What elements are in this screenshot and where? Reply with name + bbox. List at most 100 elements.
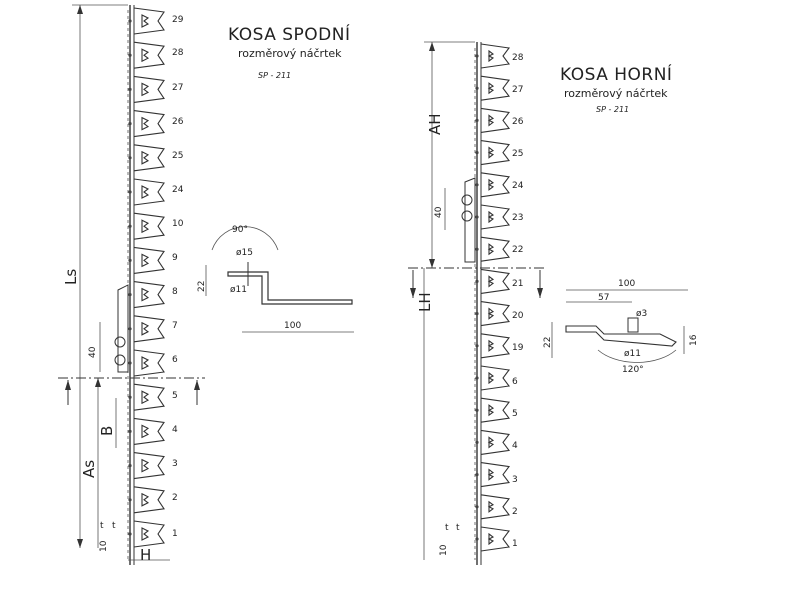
left-label-h: H (140, 546, 151, 564)
right-title: KOSA HORNÍ (560, 63, 672, 85)
left-tooth (133, 212, 165, 240)
left-rivet (128, 122, 132, 126)
right-rivet (475, 118, 479, 122)
left-teeth (128, 7, 165, 548)
left-detail-height: 22 (197, 281, 207, 292)
right-tooth (480, 107, 510, 133)
left-num-6: 6 (172, 355, 178, 365)
right-num-24: 24 (512, 181, 524, 191)
left-drawing: KOSA SPODNÍ rozměrový náčrtek SP - 211 2… (58, 4, 354, 565)
left-label-t1: t (100, 521, 104, 531)
left-detail-diameter: ø15 (236, 248, 253, 258)
left-detail-thread: ø11 (230, 285, 247, 295)
left-tooth (133, 486, 165, 514)
right-tooth (480, 333, 510, 359)
left-tooth (133, 281, 165, 309)
right-rivet (475, 312, 479, 316)
right-num-23: 23 (512, 213, 523, 223)
right-rivet (475, 376, 479, 380)
right-tooth (480, 365, 510, 391)
right-tooth (480, 204, 510, 230)
left-rivet (128, 156, 132, 160)
right-detail-height-right: 16 (689, 334, 699, 346)
left-label-ls: Ls (62, 269, 80, 285)
right-detail-diameter: ø3 (636, 309, 647, 319)
right-num-27: 27 (512, 85, 523, 95)
left-subtitle: rozměrový náčrtek (238, 47, 342, 60)
right-label-t2: t (456, 523, 460, 533)
left-tooth (133, 315, 165, 343)
left-code: SP - 211 (258, 71, 291, 80)
left-detail-angle: 90° (232, 225, 248, 235)
left-hinge (114, 284, 129, 373)
right-rivet (475, 247, 479, 251)
left-rivet (128, 87, 132, 91)
right-rivet (475, 408, 479, 412)
right-num-2: 2 (512, 507, 518, 517)
right-tooth (480, 75, 510, 101)
left-num-28: 28 (172, 48, 184, 58)
left-rivet (128, 258, 132, 262)
right-rivet (475, 151, 479, 155)
left-detail-length: 100 (284, 321, 301, 331)
left-label-10: 10 (99, 540, 109, 552)
right-rivet (475, 537, 479, 541)
left-rivet (128, 190, 132, 194)
left-tooth (133, 246, 165, 274)
right-num-1: 1 (512, 539, 518, 549)
right-label-40: 40 (434, 206, 444, 218)
left-num-4: 4 (172, 425, 178, 435)
right-drawing: KOSA HORNÍ rozměrový náčrtek SP - 211 28… (408, 41, 699, 565)
right-hinge (461, 177, 476, 263)
right-rivet (475, 440, 479, 444)
right-num-3: 3 (512, 475, 518, 485)
left-rivet (128, 327, 132, 331)
right-num-21: 21 (512, 279, 523, 289)
right-tooth (480, 526, 510, 552)
left-rivet (128, 53, 132, 57)
left-rivet (128, 532, 132, 536)
left-rivet (128, 464, 132, 468)
right-subtitle: rozměrový náčrtek (564, 87, 668, 100)
right-label-lh: LH (416, 292, 434, 312)
right-num-6: 6 (512, 377, 518, 387)
left-tooth (133, 417, 165, 445)
right-tooth (480, 43, 510, 69)
right-num-5: 5 (512, 409, 518, 419)
left-label-t2: t (112, 521, 116, 531)
left-tooth (133, 41, 165, 69)
left-label-40: 40 (88, 346, 98, 358)
right-rivet (475, 279, 479, 283)
left-tooth (133, 110, 165, 138)
left-num-8: 8 (172, 287, 178, 297)
left-rivet (128, 361, 132, 365)
right-tooth (480, 429, 510, 455)
left-rivet (128, 429, 132, 433)
left-rivet (128, 498, 132, 502)
left-label-b: B (98, 426, 116, 436)
left-num-25: 25 (172, 151, 183, 161)
right-tooth (480, 140, 510, 166)
left-num-24: 24 (172, 185, 184, 195)
right-teeth (475, 43, 510, 552)
right-detail-offset: 57 (598, 293, 609, 303)
right-tooth (480, 397, 510, 423)
left-section-numbers: 29 28 27 26 25 24 10 9 8 7 6 5 4 3 2 1 (172, 15, 184, 539)
right-detail-height-left: 22 (543, 337, 553, 348)
left-num-29: 29 (172, 15, 184, 25)
right-num-25: 25 (512, 149, 523, 159)
right-detail-thread: ø11 (624, 349, 641, 359)
right-num-22: 22 (512, 245, 523, 255)
left-num-5: 5 (172, 391, 178, 401)
right-detail: 100 57 ø3 ø11 120° 22 16 (543, 279, 699, 375)
right-num-28: 28 (512, 53, 524, 63)
right-rivet (475, 54, 479, 58)
left-label-as: As (80, 460, 98, 478)
right-num-20: 20 (512, 311, 524, 321)
left-tooth (133, 178, 165, 206)
left-tooth (133, 75, 165, 103)
left-num-2: 2 (172, 493, 178, 503)
left-num-9: 9 (172, 253, 178, 263)
right-detail-length: 100 (618, 279, 635, 289)
